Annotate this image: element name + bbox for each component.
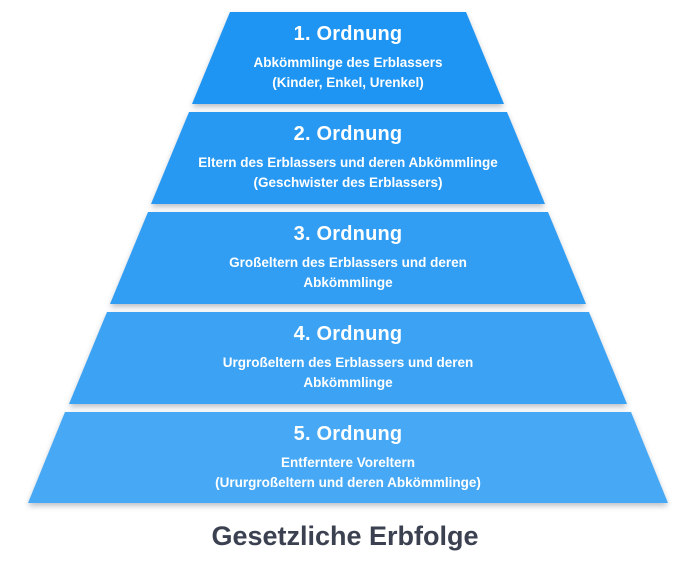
level-1-heading: 1. Ordnung (293, 23, 403, 45)
pyramid-level-2-shape: 2. Ordnung Eltern des Erblassers und der… (151, 112, 545, 204)
pyramid-level-1-shape: 1. Ordnung Abkömmlinge des Erblassers (K… (192, 12, 504, 104)
level-5-line2: (Ururgroßeltern und deren Abkömmlinge) (215, 474, 481, 490)
level-2-line1: Eltern des Erblassers und deren Abkömmli… (198, 155, 498, 170)
level-4-line2: Abkömmlinge (303, 375, 393, 390)
level-4-line1: Urgroßeltern des Erblassers und deren (222, 355, 474, 370)
level-1-line2: (Kinder, Enkel, Urenkel) (272, 75, 424, 90)
pyramid-level-5-shape: 5. Ordnung Entferntere Voreltern (Ururgr… (28, 412, 668, 503)
pyramid-level-4: 4. Ordnung Urgroßeltern des Erblassers u… (69, 312, 627, 404)
diagram-title: Gesetzliche Erbfolge (211, 521, 479, 551)
pyramid-level-5: 5. Ordnung Entferntere Voreltern (Ururgr… (28, 412, 668, 503)
level-3-line1: Großeltern des Erblassers und deren (229, 255, 467, 270)
level-2-line2: (Geschwister des Erblassers) (253, 175, 443, 190)
level-2-heading: 2. Ordnung (293, 123, 403, 145)
pyramid-level-3: 3. Ordnung Großeltern des Erblassers und… (110, 212, 586, 304)
level-3-line2: Abkömmlinge (303, 275, 393, 290)
level-1-line1: Abkömmlinge des Erblassers (253, 55, 443, 70)
pyramid-level-3-shape: 3. Ordnung Großeltern des Erblassers und… (110, 212, 586, 304)
level-3-heading: 3. Ordnung (293, 223, 403, 245)
level-4-heading: 4. Ordnung (293, 323, 403, 345)
pyramid-level-4-shape: 4. Ordnung Urgroßeltern des Erblassers u… (69, 312, 627, 404)
pyramid-level-1: 1. Ordnung Abkömmlinge des Erblassers (K… (192, 12, 504, 104)
pyramid-level-2: 2. Ordnung Eltern des Erblassers und der… (151, 112, 545, 204)
level-5-heading: 5. Ordnung (293, 422, 403, 445)
level-5-line1: Entferntere Voreltern (280, 454, 416, 470)
